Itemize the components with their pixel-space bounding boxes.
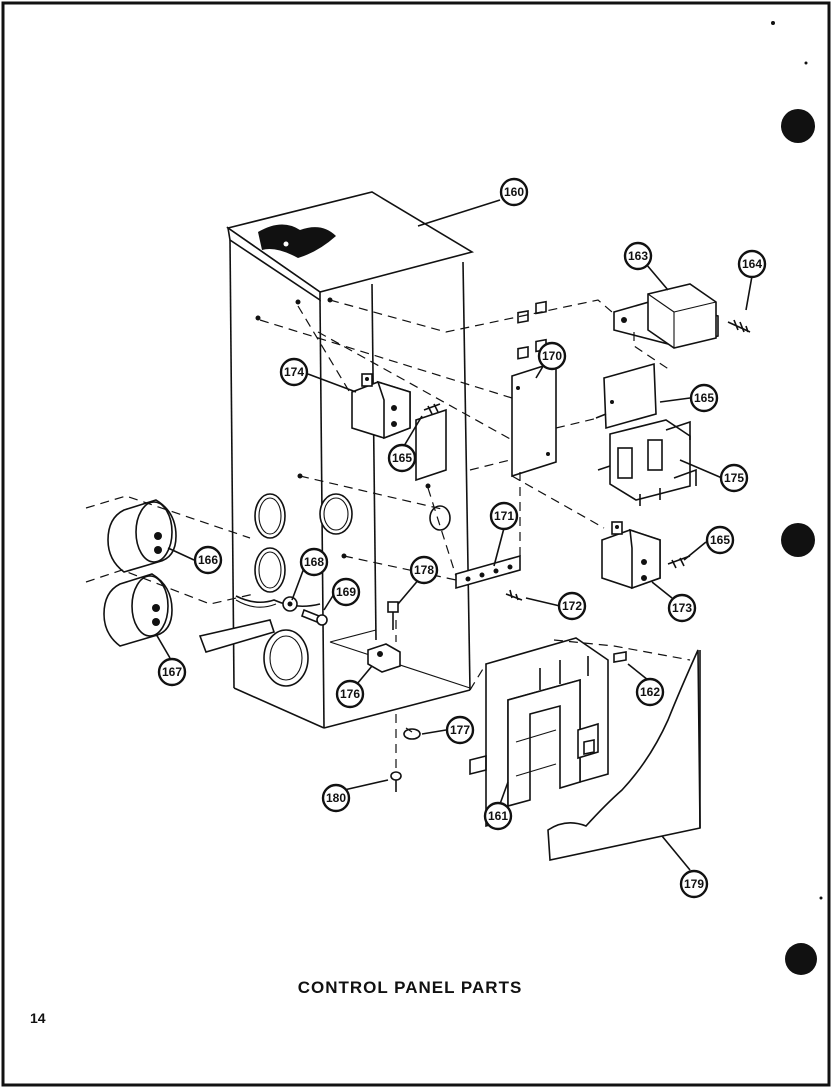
callout-171: 171 [489,501,519,531]
callout-165-c: 165 [705,525,735,555]
callout-165-a: 165 [387,443,417,473]
callout-166: 166 [193,545,223,575]
grommet [367,643,401,673]
assembly-lines [85,299,691,770]
svg-text:162: 162 [640,685,660,699]
svg-text:160: 160 [504,185,524,199]
callout-169: 169 [331,577,361,607]
svg-text:176: 176 [340,687,360,701]
contactor [595,362,697,506]
relay-173 [601,521,691,590]
callout-177: 177 [445,715,475,745]
svg-text:163: 163 [628,249,648,263]
svg-text:173: 173 [672,601,692,615]
callout-172: 172 [557,591,587,621]
svg-text:171: 171 [494,509,514,523]
leader-lines [155,199,753,871]
small-screws [390,651,627,792]
svg-text:180: 180 [326,791,346,805]
svg-text:161: 161 [488,809,508,823]
svg-text:175: 175 [724,471,744,485]
svg-text:179: 179 [684,877,704,891]
svg-text:165: 165 [392,451,412,465]
callout-170: 170 [537,341,567,371]
callout-178: 178 [409,555,439,585]
svg-text:178: 178 [414,563,434,577]
cover-panel [547,649,701,861]
scan-specks [771,21,823,900]
svg-text:169: 169 [336,585,356,599]
terminal-strip [455,554,523,601]
capacitor-167 [103,573,173,647]
svg-text:166: 166 [198,553,218,567]
svg-text:165: 165 [710,533,730,547]
svg-text:170: 170 [542,349,562,363]
callout-167: 167 [157,657,187,687]
screw-178 [387,601,399,630]
callout-180: 180 [321,783,351,813]
relay-174 [351,373,441,440]
relay-board [511,300,557,478]
svg-text:164: 164 [742,257,762,271]
svg-text:168: 168 [304,555,324,569]
svg-text:167: 167 [162,665,182,679]
callout-160: 160 [499,177,529,207]
callout-176: 176 [335,679,365,709]
callout-175: 175 [719,463,749,493]
callout-163: 163 [623,241,653,271]
svg-text:174: 174 [284,365,304,379]
svg-text:172: 172 [562,599,582,613]
callout-161: 161 [483,801,513,831]
mounting-bracket [469,637,609,828]
callout-179: 179 [679,869,709,899]
svg-text:165: 165 [694,391,714,405]
page-number: 14 [30,1010,46,1026]
callout-168: 168 [299,547,329,577]
callout-165-b: 165 [689,383,719,413]
washer-and-bolt [282,596,328,626]
control-box [198,191,475,729]
diagram-title: CONTROL PANEL PARTS [297,978,523,997]
transformer [613,283,751,349]
callout-162: 162 [635,677,665,707]
callout-164: 164 [737,249,767,279]
binder-holes [781,109,817,975]
svg-text:177: 177 [450,723,470,737]
callout-173: 173 [667,593,697,623]
callout-174: 174 [279,357,309,387]
capacitor-166 [107,499,177,573]
